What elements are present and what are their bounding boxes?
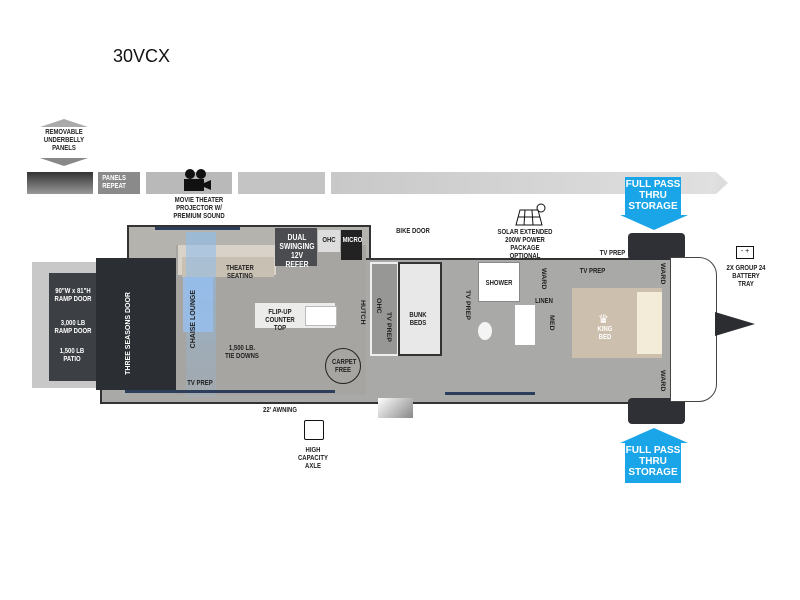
microwave: MICRO	[341, 230, 362, 260]
garage-window-top	[155, 227, 240, 230]
shower: SHOWER	[478, 262, 520, 302]
tie-downs-label: 1,500 LB. TIE DOWNS	[225, 345, 259, 360]
front-nose-cap	[670, 257, 717, 402]
ramp-door-panel	[49, 273, 96, 381]
bunk-beds	[398, 262, 442, 356]
ward-bottom-label: WARD	[659, 370, 666, 392]
ramp-size-label: 90"W x 81"H RAMP DOOR	[54, 288, 92, 303]
patio-label: 1,500 LB PATIO	[59, 348, 85, 363]
underbelly-arrow-up	[40, 119, 88, 127]
storage-arrow-down-icon	[620, 215, 688, 230]
hutch-label: HUTCH	[359, 300, 366, 325]
three-seasons-label: THREE SEASONS DOOR	[125, 292, 132, 375]
scale-icon	[304, 420, 324, 440]
counter-label: FLIP-UP COUNTER TOP	[265, 309, 295, 332]
theater-seating-label: THEATER SEATING	[226, 265, 254, 280]
band-arrow-tip	[716, 172, 728, 194]
movie-camera-icon	[182, 168, 212, 194]
front-tv-prep-label: TV PREP	[599, 250, 626, 257]
bunk-beds-label: BUNK BEDS	[409, 312, 427, 327]
chaise-label: CHAISE LOUNGE	[190, 290, 197, 349]
refer	[275, 228, 317, 266]
bed-tv-prep-label: TV PREP	[579, 268, 606, 275]
battery-tray-label: 2X GROUP 24 BATTERY TRAY	[726, 265, 766, 288]
king-bed-pillows	[637, 292, 662, 354]
med-label: MED	[548, 315, 555, 331]
ramp-rating-label: 3,000 LB RAMP DOOR	[54, 320, 92, 335]
axle-label: HIGH CAPACITY AXLE	[298, 447, 328, 470]
underbelly-arrow-down	[40, 158, 88, 166]
projector-label: MOVIE THEATER PROJECTOR W/ PREMIUM SOUND	[173, 197, 225, 220]
hitch	[715, 312, 755, 336]
underbelly-panel-dark	[27, 172, 93, 194]
solar-panel-icon	[512, 200, 548, 226]
underbelly-panel	[238, 172, 325, 194]
garage-tv-prep-label: TV PREP	[187, 380, 213, 387]
king-bed-label: KING BED	[597, 326, 613, 341]
sink	[305, 306, 337, 326]
solar-label: SOLAR EXTENDED 200W POWER PACKAGE OPTION…	[497, 229, 553, 260]
entry-step	[378, 398, 413, 418]
awning-label: 22' AWNING	[263, 407, 297, 414]
toilet	[478, 322, 492, 340]
linen-label: LINEN	[535, 298, 553, 305]
mid-window-bottom	[445, 392, 535, 395]
mid-ward-label: WARD	[540, 268, 547, 290]
model-title: 30VCX	[113, 46, 171, 66]
storage-label-top: FULL PASS THRU STORAGE	[625, 177, 681, 217]
carpet-free-badge: CARPET FREE	[325, 348, 361, 384]
bathroom-vanity	[515, 305, 535, 345]
mid-tv-prep-label: TV PREP	[385, 312, 392, 342]
battery-icon: - +	[736, 246, 754, 259]
crown-icon: ♛	[598, 312, 609, 326]
storage-compartment-bottom	[628, 398, 685, 424]
underbelly-panel-arrow	[331, 172, 716, 194]
ohc-cabinet: OHC	[318, 230, 340, 252]
bike-door-label: BIKE DOOR	[396, 228, 430, 235]
projector-beam	[186, 232, 216, 397]
underbelly-label: REMOVABLE UNDERBELLY PANELS	[43, 129, 85, 152]
refer-label: DUAL SWINGING 12V REFER	[279, 233, 315, 269]
ward-top-label: WARD	[659, 263, 666, 285]
storage-label-bottom: FULL PASS THRU STORAGE	[625, 443, 681, 483]
panels-repeat-panel: PANELS REPEAT	[98, 172, 140, 194]
bunk-tv-prep-label: TV PREP	[464, 290, 471, 320]
three-seasons-door	[96, 258, 176, 390]
storage-arrow-up-icon	[620, 428, 688, 443]
mid-ohc-label: OHC	[375, 298, 382, 314]
storage-compartment-top	[628, 233, 685, 260]
garage-window-bottom	[125, 390, 335, 393]
